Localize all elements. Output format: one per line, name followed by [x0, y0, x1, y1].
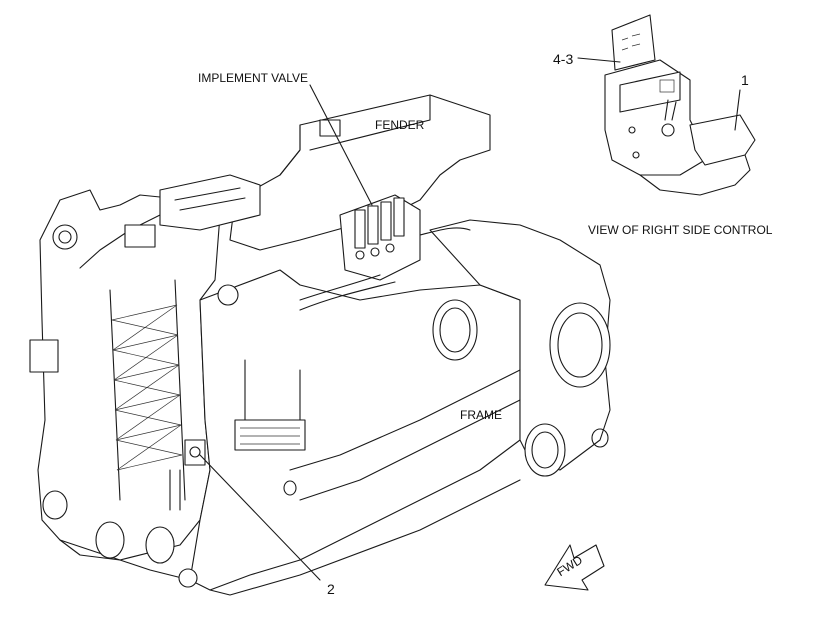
implement-valve-block — [299, 194, 471, 311]
fwd-arrow — [544, 544, 605, 591]
lower-control-component — [169, 439, 206, 511]
ladder-truss — [29, 279, 306, 501]
frame-body — [37, 189, 611, 596]
leader-lines — [199, 57, 741, 581]
callout-1: 1 — [741, 72, 749, 88]
leader-4-3 — [577, 57, 621, 63]
label-view-right-side-control: VIEW OF RIGHT SIDE CONTROL — [588, 223, 773, 237]
fender-deck — [79, 94, 491, 269]
callout-2: 2 — [327, 581, 335, 597]
callout-4-3: 4-3 — [553, 51, 574, 67]
leader-2 — [199, 454, 321, 581]
right-side-control-inset — [604, 14, 756, 196]
leader-implement-valve — [309, 84, 373, 206]
label-fender: FENDER — [375, 118, 425, 132]
label-frame: FRAME — [460, 408, 502, 422]
leader-1 — [734, 89, 741, 131]
label-implement-valve: IMPLEMENT VALVE — [198, 71, 309, 85]
